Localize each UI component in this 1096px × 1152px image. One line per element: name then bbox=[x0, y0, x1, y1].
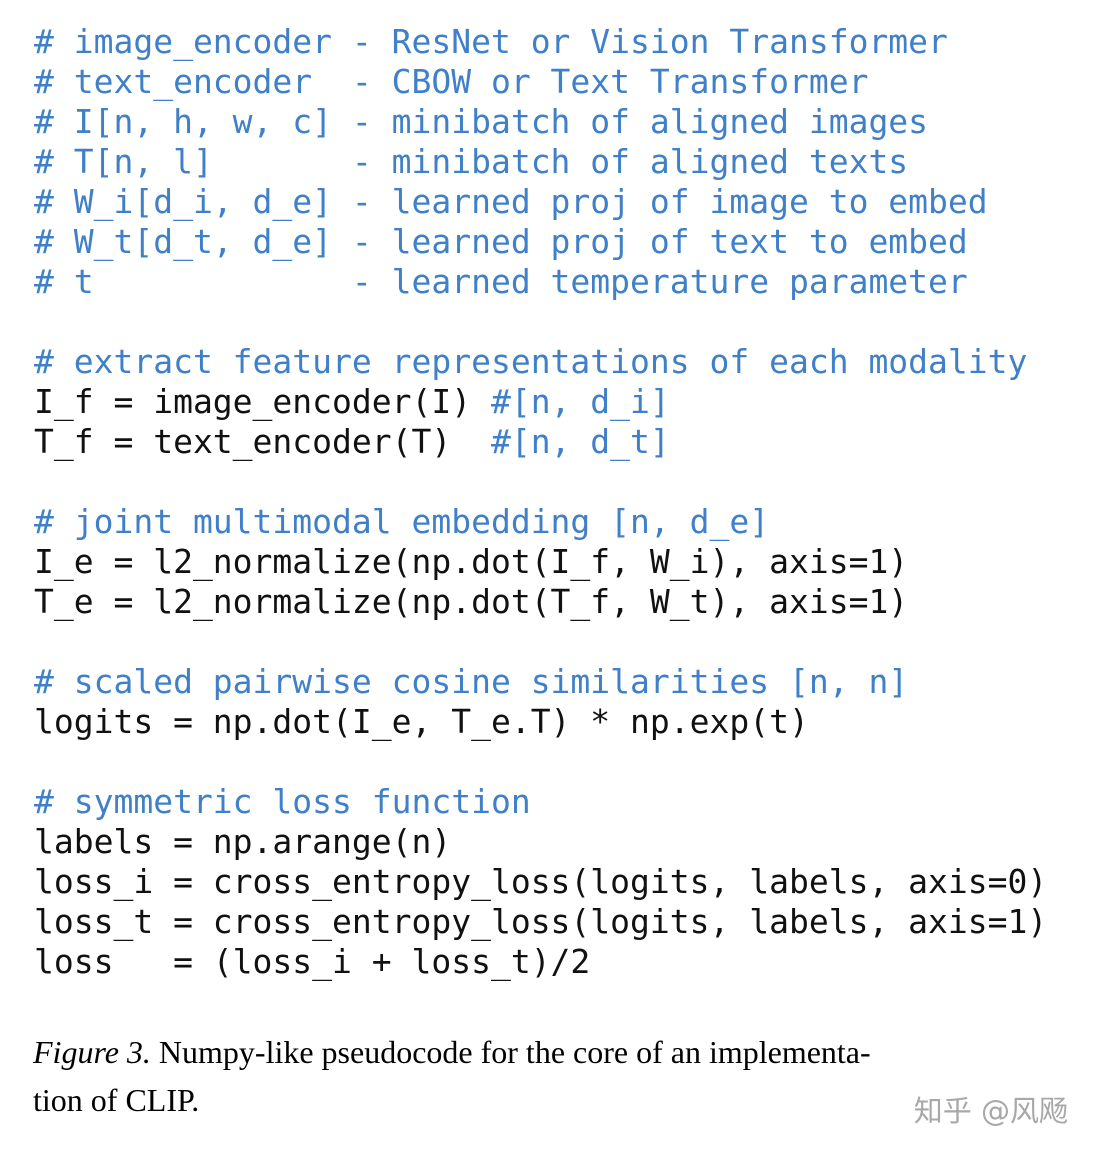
figure-caption-text-1: Numpy-like pseudocode for the core of an… bbox=[150, 1034, 871, 1070]
code-text: logits = np.dot(I_e, T_e.T) * np.exp(t) bbox=[34, 702, 809, 741]
figure-caption: Figure 3. Numpy-like pseudocode for the … bbox=[0, 1028, 1096, 1124]
code-line: # T[n, l] - minibatch of aligned texts bbox=[34, 142, 1096, 182]
code-line: labels = np.arange(n) bbox=[34, 822, 1096, 862]
code-comment: # text_encoder - CBOW or Text Transforme… bbox=[34, 62, 869, 101]
code-line: # I[n, h, w, c] - minibatch of aligned i… bbox=[34, 102, 1096, 142]
code-line: # text_encoder - CBOW or Text Transforme… bbox=[34, 62, 1096, 102]
code-comment: # W_t[d_t, d_e] - learned proj of text t… bbox=[34, 222, 968, 261]
code-line: # W_t[d_t, d_e] - learned proj of text t… bbox=[34, 222, 1096, 262]
figure-caption-line-1: Figure 3. Numpy-like pseudocode for the … bbox=[33, 1028, 1096, 1076]
figure-caption-text-2: tion of CLIP. bbox=[33, 1082, 200, 1118]
code-comment: # symmetric loss function bbox=[34, 782, 531, 821]
code-line: I_e = l2_normalize(np.dot(I_f, W_i), axi… bbox=[34, 542, 1096, 582]
code-text: T_e = l2_normalize(np.dot(T_f, W_t), axi… bbox=[34, 582, 909, 621]
code-line: # symmetric loss function bbox=[34, 782, 1096, 822]
code-text: I_e = l2_normalize(np.dot(I_f, W_i), axi… bbox=[34, 542, 909, 581]
code-block: # image_encoder - ResNet or Vision Trans… bbox=[34, 22, 1096, 982]
code-line: loss_t = cross_entropy_loss(logits, labe… bbox=[34, 902, 1096, 942]
code-comment: # scaled pairwise cosine similarities [n… bbox=[34, 662, 909, 701]
code-comment: # T[n, l] - minibatch of aligned texts bbox=[34, 142, 909, 181]
code-text: loss = (loss_i + loss_t)/2 bbox=[34, 942, 591, 981]
code-line: T_f = text_encoder(T) #[n, d_t] bbox=[34, 422, 1096, 462]
code-line bbox=[34, 462, 1096, 502]
code-text: T_f = text_encoder(T) bbox=[34, 422, 491, 461]
code-text: loss_i = cross_entropy_loss(logits, labe… bbox=[34, 862, 1048, 901]
code-comment: # t - learned temperature parameter bbox=[34, 262, 968, 301]
code-line: # image_encoder - ResNet or Vision Trans… bbox=[34, 22, 1096, 62]
figure-caption-line-2: tion of CLIP. bbox=[33, 1076, 1096, 1124]
code-line bbox=[34, 622, 1096, 662]
code-line: logits = np.dot(I_e, T_e.T) * np.exp(t) bbox=[34, 702, 1096, 742]
code-line: # joint multimodal embedding [n, d_e] bbox=[34, 502, 1096, 542]
code-line bbox=[34, 742, 1096, 782]
code-line bbox=[34, 302, 1096, 342]
code-line: T_e = l2_normalize(np.dot(T_f, W_t), axi… bbox=[34, 582, 1096, 622]
code-comment: # extract feature representations of eac… bbox=[34, 342, 1028, 381]
code-line: I_f = image_encoder(I) #[n, d_i] bbox=[34, 382, 1096, 422]
code-text: loss_t = cross_entropy_loss(logits, labe… bbox=[34, 902, 1048, 941]
code-comment: # joint multimodal embedding [n, d_e] bbox=[34, 502, 770, 541]
code-line: # scaled pairwise cosine similarities [n… bbox=[34, 662, 1096, 702]
code-line: loss_i = cross_entropy_loss(logits, labe… bbox=[34, 862, 1096, 902]
figure-label: Figure 3. bbox=[33, 1034, 151, 1070]
code-text: labels = np.arange(n) bbox=[34, 822, 452, 861]
code-line: loss = (loss_i + loss_t)/2 bbox=[34, 942, 1096, 982]
code-comment: #[n, d_t] bbox=[490, 422, 670, 461]
code-comment: # I[n, h, w, c] - minibatch of aligned i… bbox=[34, 102, 929, 141]
watermark: 知乎 @风飏 bbox=[913, 1094, 1068, 1128]
code-comment: # image_encoder - ResNet or Vision Trans… bbox=[34, 22, 948, 61]
code-line: # W_i[d_i, d_e] - learned proj of image … bbox=[34, 182, 1096, 222]
code-line: # t - learned temperature parameter bbox=[34, 262, 1096, 302]
code-text: I_f = image_encoder(I) bbox=[34, 382, 491, 421]
code-comment: # W_i[d_i, d_e] - learned proj of image … bbox=[34, 182, 988, 221]
code-line: # extract feature representations of eac… bbox=[34, 342, 1096, 382]
code-comment: #[n, d_i] bbox=[490, 382, 670, 421]
